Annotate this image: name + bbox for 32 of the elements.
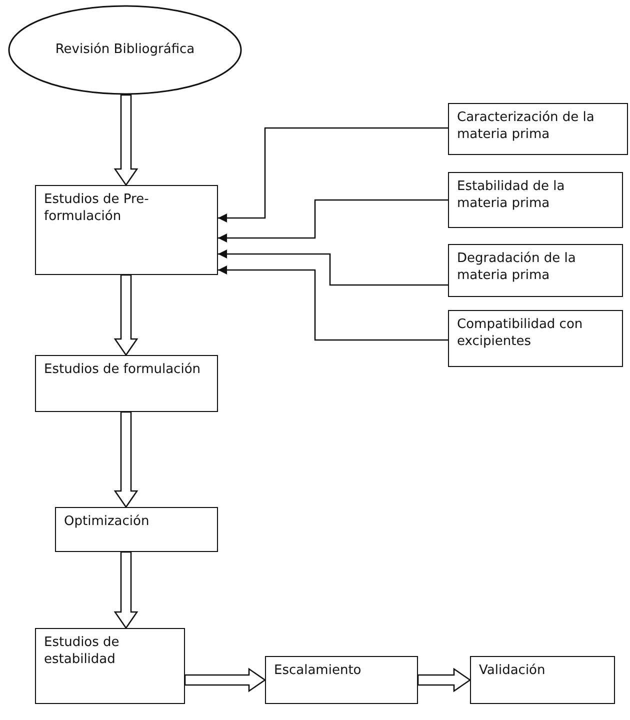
process-box [265,656,418,704]
node-label: Estudios de formulación [44,362,201,379]
node-label: Estudios de Pre-formulación [44,192,150,226]
node-label: Estudios de estabilidad [44,635,120,669]
node-label: Validación [479,663,546,680]
process-box [55,507,218,552]
node-label: Escalamiento [274,663,362,680]
arrow [218,127,448,222]
node-label: Revisión Bibliográfica [55,42,195,58]
process-box [35,355,218,412]
arrow [114,411,138,508]
node-label: Caracterización de la materia prima [457,110,596,144]
arrow [417,668,472,692]
node-label: Optimización [64,514,150,531]
node-label: Estabilidad de la materia prima [457,179,566,213]
arrow [114,274,138,356]
process-box [448,244,623,297]
process-box [448,310,623,367]
arrow [218,266,448,341]
node-label: Compatibilidad con excipientes [457,317,584,351]
arrow [218,250,448,286]
arrow [114,94,138,186]
arrow [184,668,266,692]
process-box [35,628,185,704]
process-box [448,172,623,228]
process-box [448,103,628,155]
arrow [218,199,448,242]
process-box [35,185,218,275]
arrow [114,551,138,630]
process-box [470,656,615,704]
start-ellipse [8,5,242,95]
node-label: Degradación de la materia prima [457,251,577,285]
